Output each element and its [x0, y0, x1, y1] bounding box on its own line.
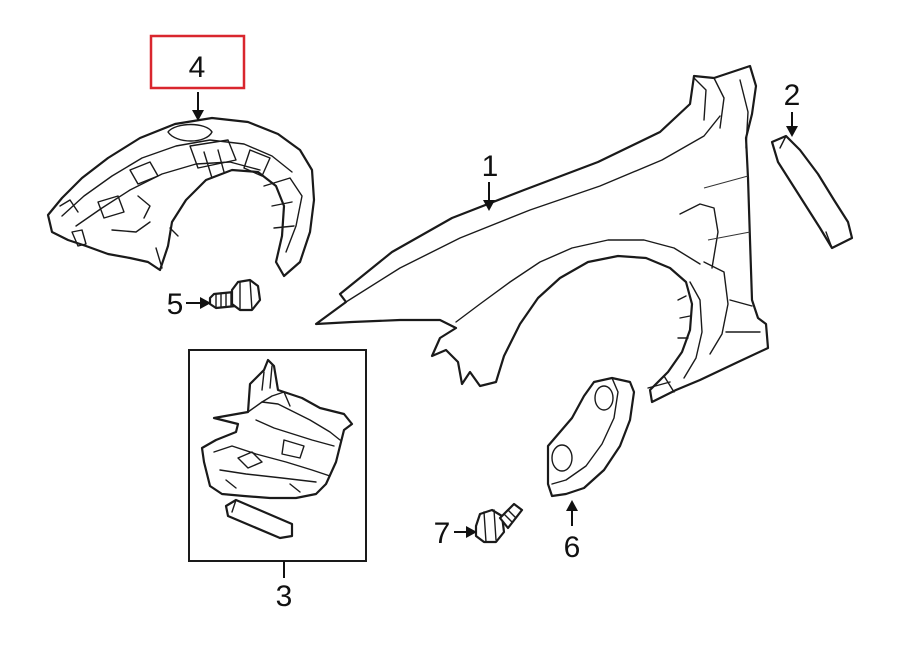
callout-2-label: 2 [784, 79, 801, 112]
bolt-illustration-7[interactable] [474, 502, 524, 544]
callout-5-label: 5 [167, 288, 184, 321]
callout-4[interactable]: 4 [149, 34, 246, 121]
splash-shield-illustration[interactable] [546, 376, 636, 498]
callout-3-label: 3 [276, 580, 293, 613]
callout-3[interactable]: 3 [276, 561, 293, 613]
callout-4-label: 4 [189, 51, 206, 84]
callout-6-label: 6 [564, 531, 581, 564]
callout-6[interactable]: 6 [564, 500, 581, 564]
callout-4-highlight-box [149, 34, 246, 90]
callout-7-label: 7 [434, 517, 451, 550]
fender-trim-illustration[interactable] [770, 134, 854, 250]
callout-5[interactable]: 5 [167, 288, 211, 321]
part-3-group-box[interactable] [188, 349, 367, 562]
callout-1-label: 1 [482, 150, 499, 183]
fender-liner-illustration[interactable] [46, 116, 316, 278]
callout-2[interactable]: 2 [784, 79, 801, 137]
callout-7[interactable]: 7 [434, 517, 477, 550]
bolt-illustration-5[interactable] [208, 278, 262, 312]
front-fender-illustration[interactable] [314, 64, 770, 404]
callout-1[interactable]: 1 [482, 150, 499, 211]
